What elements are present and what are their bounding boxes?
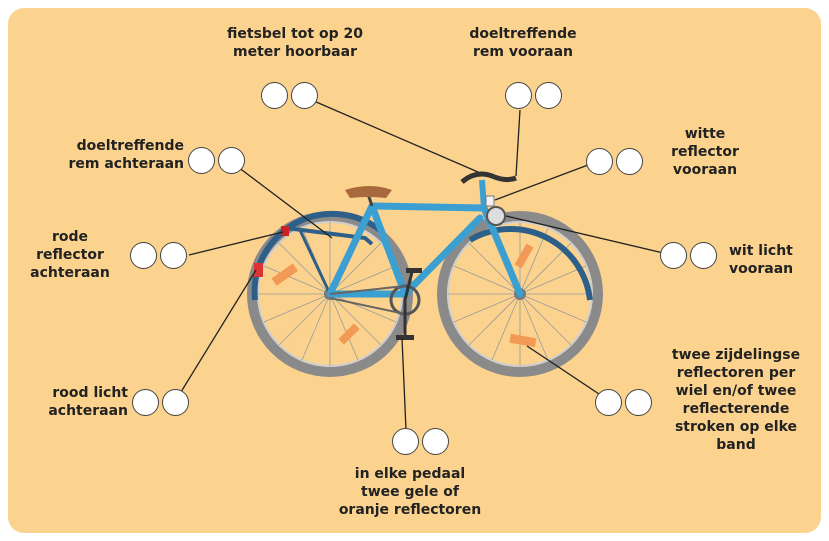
bell-check-circle-2[interactable] [291, 82, 318, 109]
label-red-reflector: rode reflector achteraan [30, 229, 110, 281]
front-light-check-circle-2[interactable] [690, 242, 717, 269]
label-rear-light: rood licht achteraan [48, 385, 128, 419]
side-reflectors-check-circle-1[interactable] [595, 389, 622, 416]
label-bell: fietsbel tot op 20 meter hoorbaar [227, 26, 363, 60]
side-reflectors-check-circle-2[interactable] [625, 389, 652, 416]
rear-brake-check-circle-2[interactable] [218, 147, 245, 174]
rear-brake-check-circle-1[interactable] [188, 147, 215, 174]
front-light-check-circle-1[interactable] [660, 242, 687, 269]
rear-light-check-circle-2[interactable] [162, 389, 189, 416]
label-front-light: wit licht vooraan [729, 243, 794, 277]
bell-check-circle-1[interactable] [261, 82, 288, 109]
pedal-reflectors-check-circle-1[interactable] [392, 428, 419, 455]
front-brake-check-circle-2[interactable] [535, 82, 562, 109]
rear-light-check-circle-1[interactable] [132, 389, 159, 416]
label-side-reflectors: twee zijdelingse reflectoren per wiel en… [671, 347, 801, 453]
label-front-brake: doeltreffende rem vooraan [469, 26, 577, 60]
label-rear-brake: doeltreffende rem achteraan [68, 138, 184, 172]
white-reflector-check-circle-1[interactable] [586, 148, 613, 175]
red-reflector-check-circle-2[interactable] [160, 242, 187, 269]
red-reflector-check-circle-1[interactable] [130, 242, 157, 269]
white-reflector-check-circle-2[interactable] [616, 148, 643, 175]
front-brake-check-circle-1[interactable] [505, 82, 532, 109]
label-white-reflector: witte reflector vooraan [671, 126, 739, 178]
label-pedal-reflectors: in elke pedaal twee gele of oranje refle… [338, 466, 482, 518]
pedal-reflectors-check-circle-2[interactable] [422, 428, 449, 455]
